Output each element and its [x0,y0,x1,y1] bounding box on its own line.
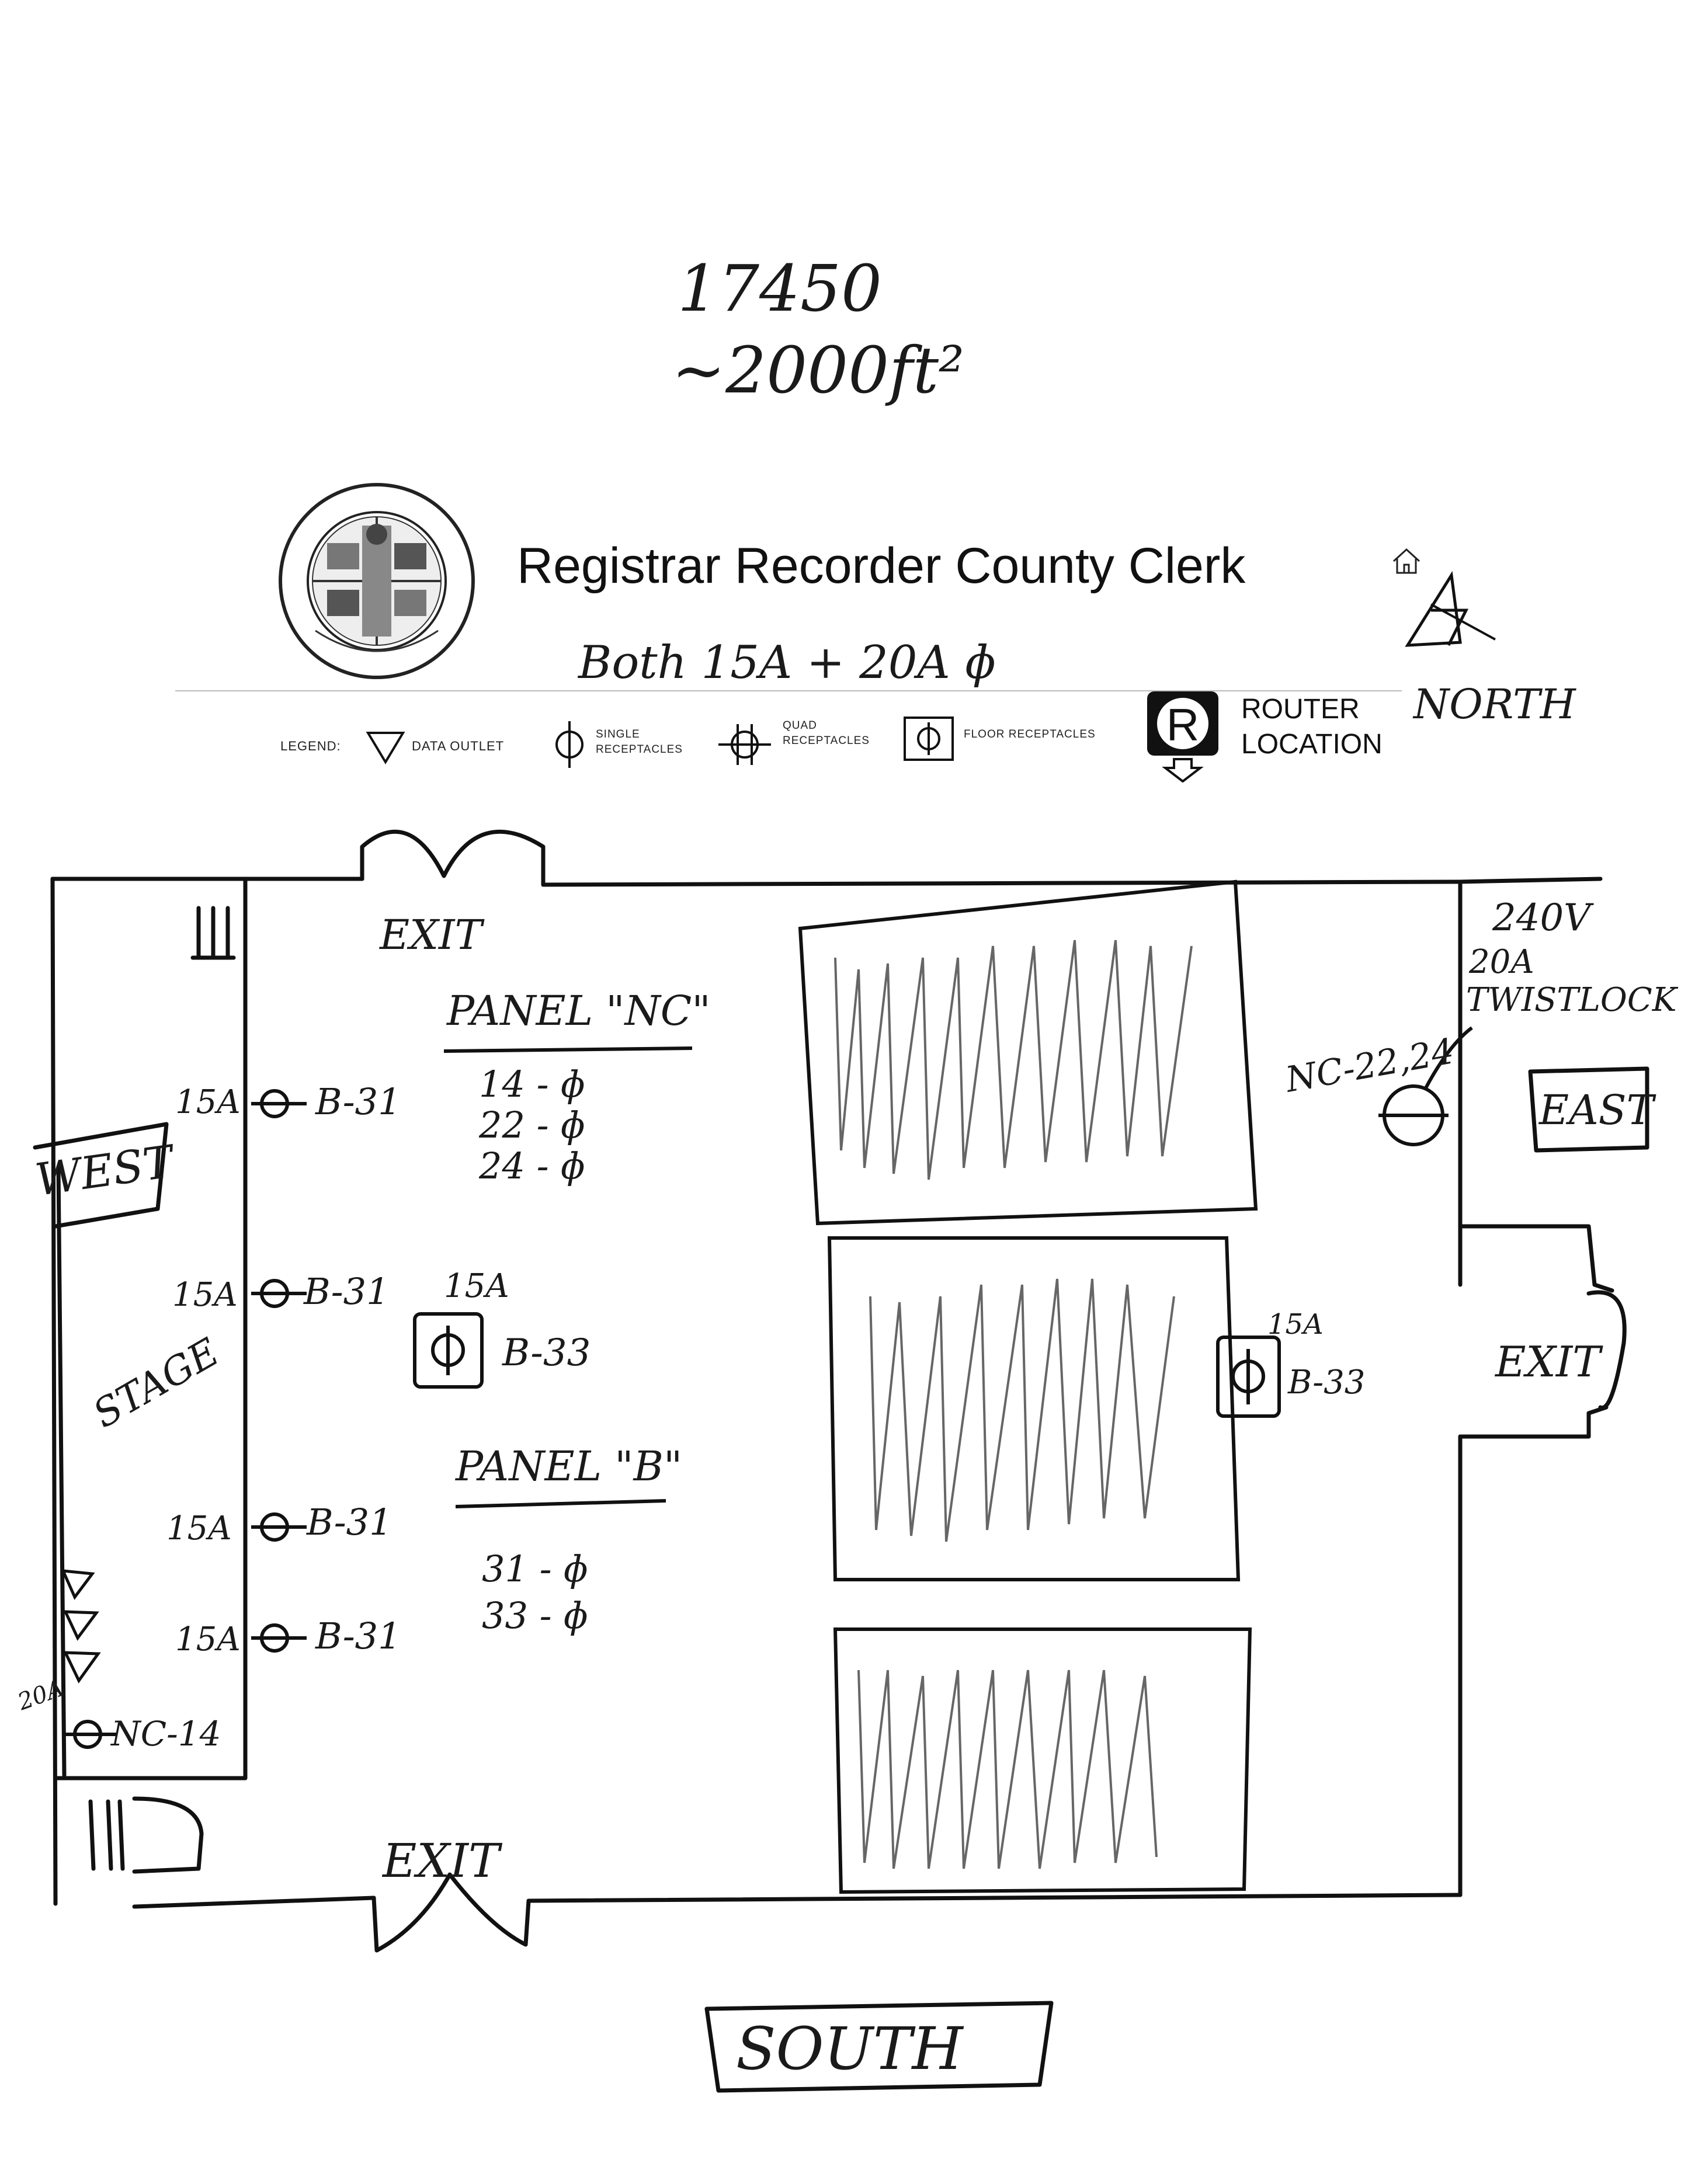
north-exit-door [360,829,546,887]
quad-receptacle-icon [718,724,771,765]
west-label-box [33,1122,169,1229]
receptacle-west-4 [251,1623,307,1653]
outlet-circuit: B-31 [315,1080,401,1123]
receptacle-west-1 [251,1089,307,1118]
stage-stairs [190,906,236,960]
panel-nc-row: 24 - ɸ [479,1145,586,1187]
outlet-circuit: B-31 [304,1270,390,1313]
exit-south-label: EXIT [383,1834,500,1888]
outlet-amp: 15A [175,1083,241,1121]
east-annex [1458,877,1614,1439]
legend-router-line1: ROUTER [1241,694,1360,725]
panel-nc-underline [443,1046,693,1053]
outlet-amp: 15A [175,1620,241,1658]
panel-b-row: 33 - ɸ [482,1594,589,1637]
page-title: Registrar Recorder County Clerk [517,538,1246,594]
floor-1-amp: 15A [444,1267,509,1305]
stage-inner [56,1166,67,1778]
seating-block-3 [833,1627,1252,1894]
seating-block-2 [827,1236,1241,1581]
data-outlet-icon [366,732,405,764]
floor-receptacle-icon [904,717,954,761]
router-letter: R [1166,699,1200,750]
legend-router-line2: LOCATION [1241,729,1383,760]
twistlock-amps: 20A [1469,943,1534,981]
legend-single: SINGLE RECEPTACLES [596,728,683,756]
seating-rows-1 [834,940,1193,1180]
twistlock-voltage: 240V [1492,896,1591,940]
outlet-amp: 15A [166,1510,232,1547]
home-icon [1392,548,1420,574]
floor-2-amp: 15A [1267,1308,1324,1341]
outlet-circuit: B-31 [307,1501,393,1543]
legend-label: LEGEND: [280,739,341,753]
north-label: NORTH [1413,680,1576,728]
seating-block-1 [798,879,1258,1226]
legend-router: ROUTER LOCATION [1241,692,1383,762]
data-outlet-2 [63,1610,99,1641]
floor-1-circuit: B-33 [502,1331,591,1375]
floor-2-circuit: B-33 [1288,1364,1366,1401]
east-exit-door [1586,1290,1627,1410]
north-arrow-icon [1405,571,1496,647]
panel-b-underline [455,1499,666,1508]
circuit-note: Both 15A + 20A ɸ [578,637,996,689]
lot-number: 17450 [678,251,882,326]
north-wall [50,877,1463,887]
square-footage: ~2000ft² [672,333,965,408]
east-label-box [1528,1066,1649,1153]
county-seal-logo [279,483,475,679]
receptacle-west-3 [251,1512,307,1542]
receptacle-stage [64,1720,117,1749]
outlet-amp: 15A [172,1276,238,1314]
west-wall [50,877,58,1906]
exit-north-label: EXIT [380,911,482,959]
data-outlet-1 [60,1569,95,1600]
panel-b-title: PANEL "B" [456,1442,683,1490]
south-exit-door [371,1872,531,1953]
legend-quad: QUAD RECEPTACLES [783,719,870,747]
stage-outlet-circuit: NC-14 [111,1714,221,1754]
receptacle-west-2 [251,1279,307,1308]
router-location-icon [1147,691,1218,783]
panel-nc-row: 14 - ɸ [479,1063,586,1105]
south-wall [132,1893,1463,1909]
panel-b-row: 31 - ɸ [482,1547,589,1590]
stage-outline [53,877,248,1780]
legend-data-outlet: DATA OUTLET [412,739,505,753]
twistlock-type: TWISTLOCK [1466,981,1677,1019]
south-label-box [704,2001,1054,2093]
floor-receptacle-2 [1216,1336,1281,1418]
southwest-closet [88,1796,204,1874]
seating-rows-2 [869,1278,1175,1542]
data-outlet-3 [62,1651,101,1684]
single-receptacle-icon [555,721,583,768]
twistlock-receptacle [1378,1026,1473,1146]
south-label: SOUTH [736,2015,963,2083]
panel-nc-row: 22 - ɸ [479,1104,586,1146]
seating-rows-3 [857,1670,1158,1869]
east-label: EAST [1539,1086,1654,1134]
legend-floor: FLOOR RECEPTACLES [964,728,1096,740]
panel-nc-title: PANEL "NC" [447,987,711,1035]
legend-divider [175,690,1402,691]
floor-receptacle-1 [413,1312,484,1389]
outlet-circuit: B-31 [315,1615,401,1657]
exit-east-label: EXIT [1495,1337,1601,1386]
